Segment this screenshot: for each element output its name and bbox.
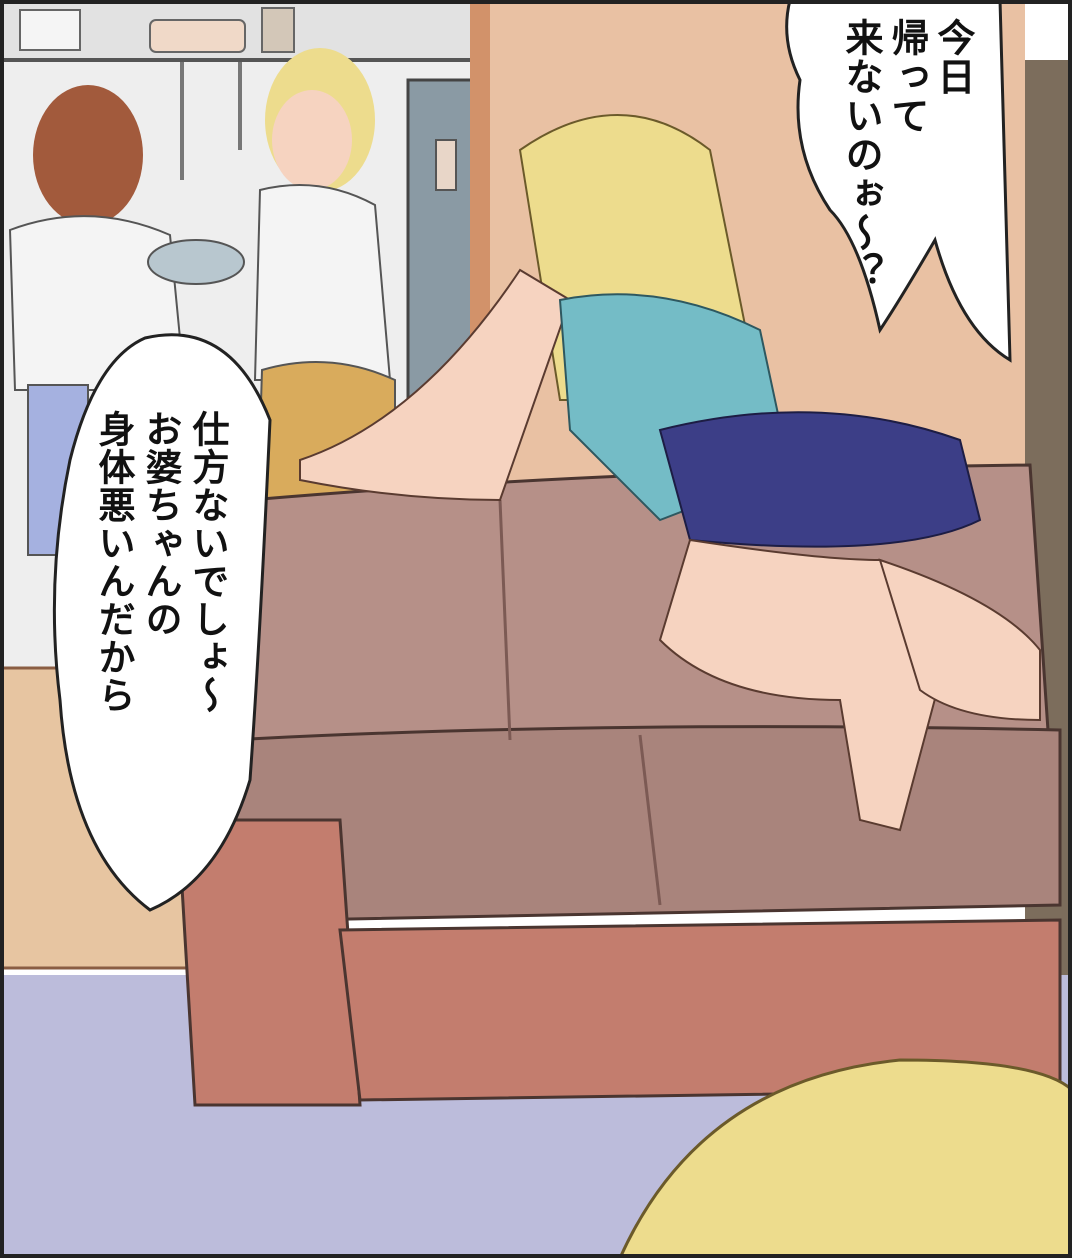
sofa-armrest xyxy=(176,818,362,1107)
bowl-on-shelf xyxy=(149,19,246,53)
speech-text-right: 今日 帰って 来ないのぉ～？ xyxy=(838,18,976,318)
speech-line: お婆ちゃんの xyxy=(139,410,182,638)
mixing-bowl xyxy=(147,239,245,285)
speech-bubble-left xyxy=(52,333,272,912)
mother-sweater xyxy=(253,184,392,381)
speech-line: 身体悪いんだから xyxy=(92,410,135,714)
speech-bubble-right xyxy=(785,0,1012,363)
speech-line: 帰って xyxy=(885,18,929,135)
girl-arm xyxy=(299,268,572,502)
sofa-seat xyxy=(228,725,1062,922)
girl-legs xyxy=(658,538,942,832)
speech-text-left: 仕方ないでしょ～ お婆ちゃんの 身体悪いんだから xyxy=(90,410,231,770)
speech-line: 来ないのぉ～？ xyxy=(839,18,883,291)
girl-shorts xyxy=(658,411,982,548)
speech-line: 今日 xyxy=(931,18,975,96)
foreground-head xyxy=(618,1058,1072,1258)
speech-line: 仕方ないでしょ～ xyxy=(186,410,229,714)
brown-hair xyxy=(33,85,143,225)
